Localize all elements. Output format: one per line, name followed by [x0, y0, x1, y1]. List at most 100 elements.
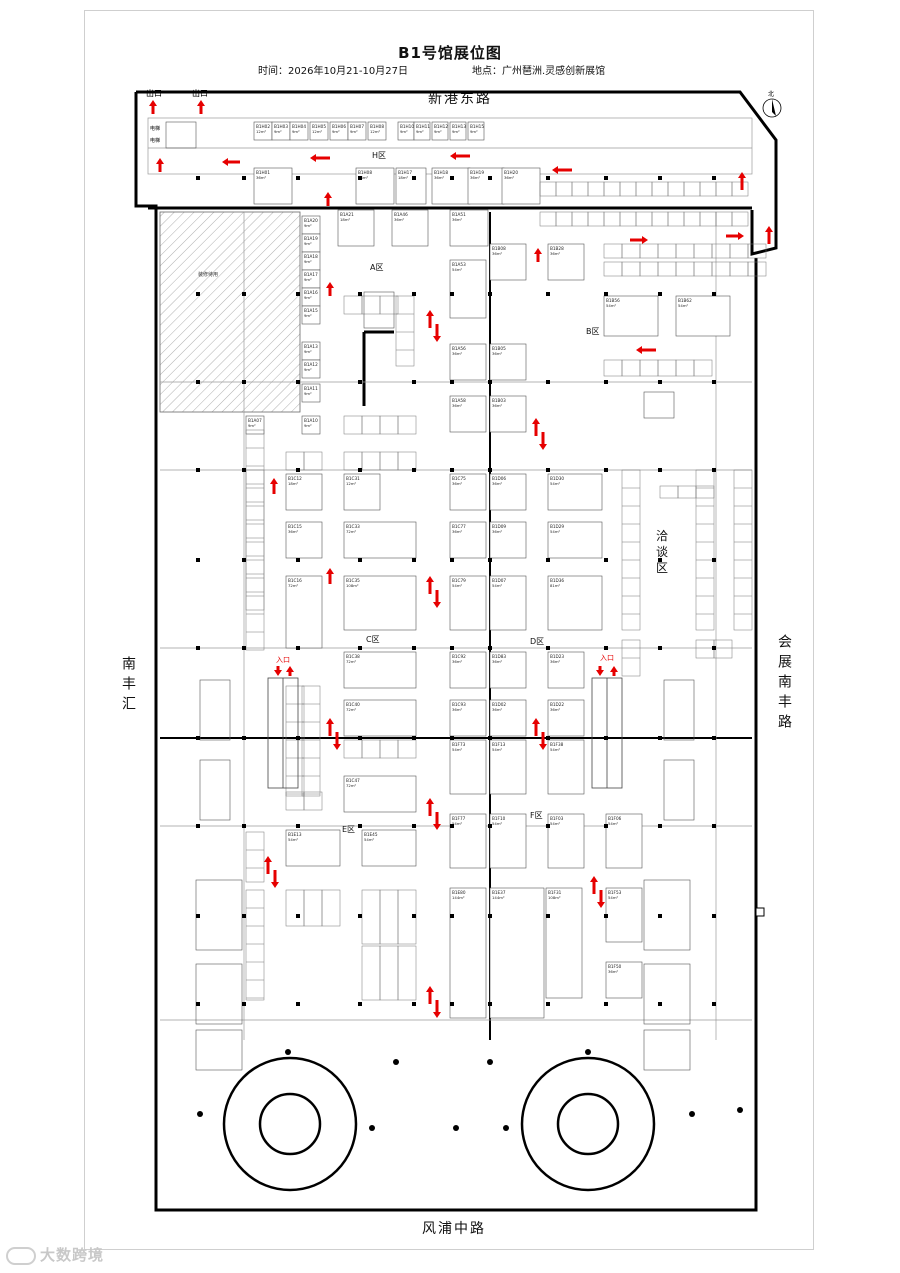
booth-small[interactable]	[683, 181, 701, 197]
booth-small[interactable]	[555, 181, 573, 197]
booth-small[interactable]	[731, 211, 749, 227]
booth-small[interactable]	[693, 243, 713, 259]
booth-small[interactable]	[651, 211, 669, 227]
booth-small[interactable]	[733, 469, 753, 631]
booth-small[interactable]	[397, 415, 417, 435]
booth-small[interactable]	[379, 889, 399, 945]
booth-small[interactable]	[715, 211, 733, 227]
booth-small[interactable]	[539, 181, 557, 197]
booth-small[interactable]	[657, 243, 677, 259]
booth-small[interactable]	[667, 181, 685, 197]
booth-small[interactable]	[361, 889, 381, 945]
booth-small[interactable]	[695, 639, 715, 659]
booth-small[interactable]	[285, 889, 305, 927]
booth-small[interactable]	[571, 181, 589, 197]
booth-small[interactable]	[361, 295, 381, 315]
booth-small[interactable]	[301, 685, 321, 797]
booth-small[interactable]	[621, 261, 641, 277]
booth-small[interactable]	[555, 211, 573, 227]
booth-small[interactable]	[379, 295, 399, 315]
booth-small[interactable]	[587, 181, 605, 197]
booth-small[interactable]	[245, 831, 265, 883]
booth-small[interactable]	[397, 945, 417, 1001]
booth-small[interactable]	[747, 243, 767, 259]
booth-small[interactable]	[587, 211, 605, 227]
booth-small[interactable]	[603, 181, 621, 197]
booth-small[interactable]	[695, 485, 715, 499]
booth-small[interactable]	[303, 889, 323, 927]
booth-small[interactable]	[747, 261, 767, 277]
booth-small[interactable]	[285, 791, 305, 811]
booth-small[interactable]	[715, 181, 733, 197]
booth-small[interactable]	[619, 211, 637, 227]
booth-small[interactable]	[619, 181, 637, 197]
booth-small[interactable]	[693, 261, 713, 277]
booth-small[interactable]	[651, 181, 669, 197]
booth-small[interactable]	[245, 889, 265, 1001]
booth-small[interactable]	[343, 295, 363, 315]
booth-small[interactable]	[675, 261, 695, 277]
booth-small[interactable]	[667, 211, 685, 227]
booth-small[interactable]	[361, 945, 381, 1001]
booth-small[interactable]	[343, 739, 363, 759]
booth-small[interactable]	[621, 359, 641, 377]
booth-small[interactable]	[621, 243, 641, 259]
booth-small[interactable]	[343, 415, 363, 435]
booth-small[interactable]	[639, 243, 659, 259]
booth-small[interactable]	[379, 451, 399, 471]
booth-small[interactable]	[713, 639, 733, 659]
booth-small[interactable]	[699, 181, 717, 197]
booth-small[interactable]	[731, 181, 749, 197]
booth-small[interactable]	[603, 261, 623, 277]
booth-small[interactable]	[639, 359, 659, 377]
